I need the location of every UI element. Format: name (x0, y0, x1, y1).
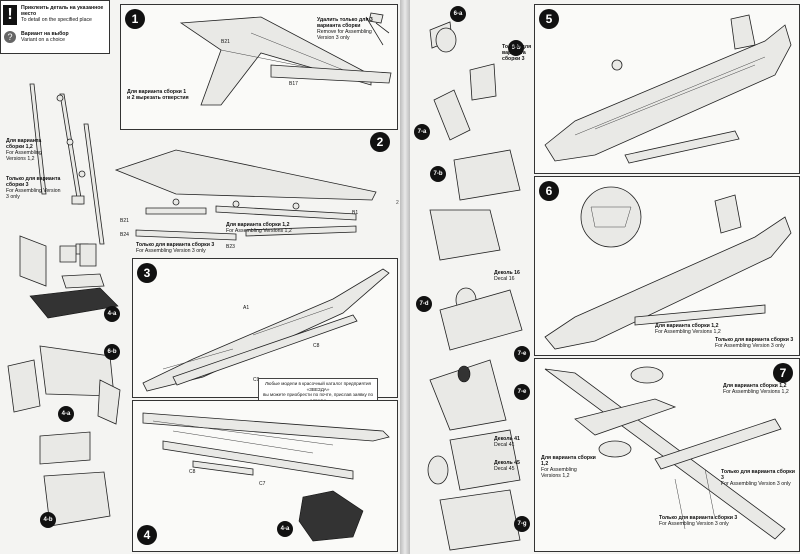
sub-step-badge: 6-b (508, 40, 524, 56)
part-label: C9 (253, 377, 260, 383)
step-5-panel: 5 (534, 4, 800, 174)
sub-step-badge: 4-b (40, 512, 56, 528)
wing-assembly-drawing (179, 12, 392, 106)
sub-step-badge: 4-a (104, 306, 120, 322)
sub-step-badge: 7-e (514, 346, 530, 362)
engines-gear-drawing (544, 366, 786, 540)
part-label: C8 (189, 469, 196, 475)
cockpit-floor-drawing (19, 235, 119, 319)
wing-panels-drawing (114, 149, 377, 241)
step-3-panel: 3 A1 C8 C9 (132, 258, 398, 398)
exclamation-icon: ! (3, 5, 17, 25)
page-number: 2 (396, 200, 399, 206)
sub-step-badge: 6-a (450, 6, 466, 22)
sub-step-badge: 4-a (58, 406, 74, 422)
sub-step-badge: 7-d (416, 296, 432, 312)
step-badge: 4 (137, 525, 157, 545)
coupon-line: Любые модели в красочный каталог предпри… (265, 381, 371, 392)
part-label: C7 (259, 481, 266, 487)
part-label: A1 (243, 305, 250, 311)
part-label: B21 (120, 218, 129, 224)
step-badge: 6 (539, 181, 559, 201)
left-column-parts (29, 83, 105, 255)
only-v3-note-r: Только для варианта сборки 3 (502, 44, 532, 62)
sub-step-badge: 6-b (104, 344, 120, 360)
step-badge: 5 (539, 9, 559, 29)
step-badge: 7 (773, 363, 793, 383)
fuselage-half-drawing (142, 268, 390, 392)
part-label: C8 (313, 343, 320, 349)
sub-step-badge: 7-e (514, 384, 530, 400)
cockpit-canopy-drawing (544, 186, 792, 350)
sub-step-badge: 7-b (430, 166, 446, 182)
part-label: B17 (289, 81, 298, 87)
holes-note: Для варианта сборки 1 и 2 вырезать отвер… (127, 89, 189, 101)
part-label: B23 (226, 244, 235, 250)
engine-parts-column (427, 21, 523, 551)
step-badge: 2 (370, 132, 390, 152)
step-4-panel: 4 C8 C7 4-a (132, 400, 398, 552)
fuselage-join-drawing (544, 14, 792, 164)
cockpit-interior-drawing (7, 345, 121, 527)
part-label: B24 (120, 232, 129, 238)
sub-step-badge: 7-g (514, 516, 530, 532)
question-icon: ? (4, 31, 16, 43)
part-label: B1 (352, 210, 359, 216)
right-page: 6-a 6-b 7-a 7-b 7-d 7-e 7-e 7-g Только д… (410, 0, 800, 554)
part-label: B21 (221, 39, 230, 45)
page-gutter (400, 0, 410, 554)
sub-step-badge: 4-a (277, 521, 293, 537)
step-badge: 1 (125, 9, 145, 29)
sub-step-badge: 7-a (414, 124, 430, 140)
fuselage-half-2-drawing (142, 412, 390, 542)
step-badge: 3 (137, 263, 157, 283)
